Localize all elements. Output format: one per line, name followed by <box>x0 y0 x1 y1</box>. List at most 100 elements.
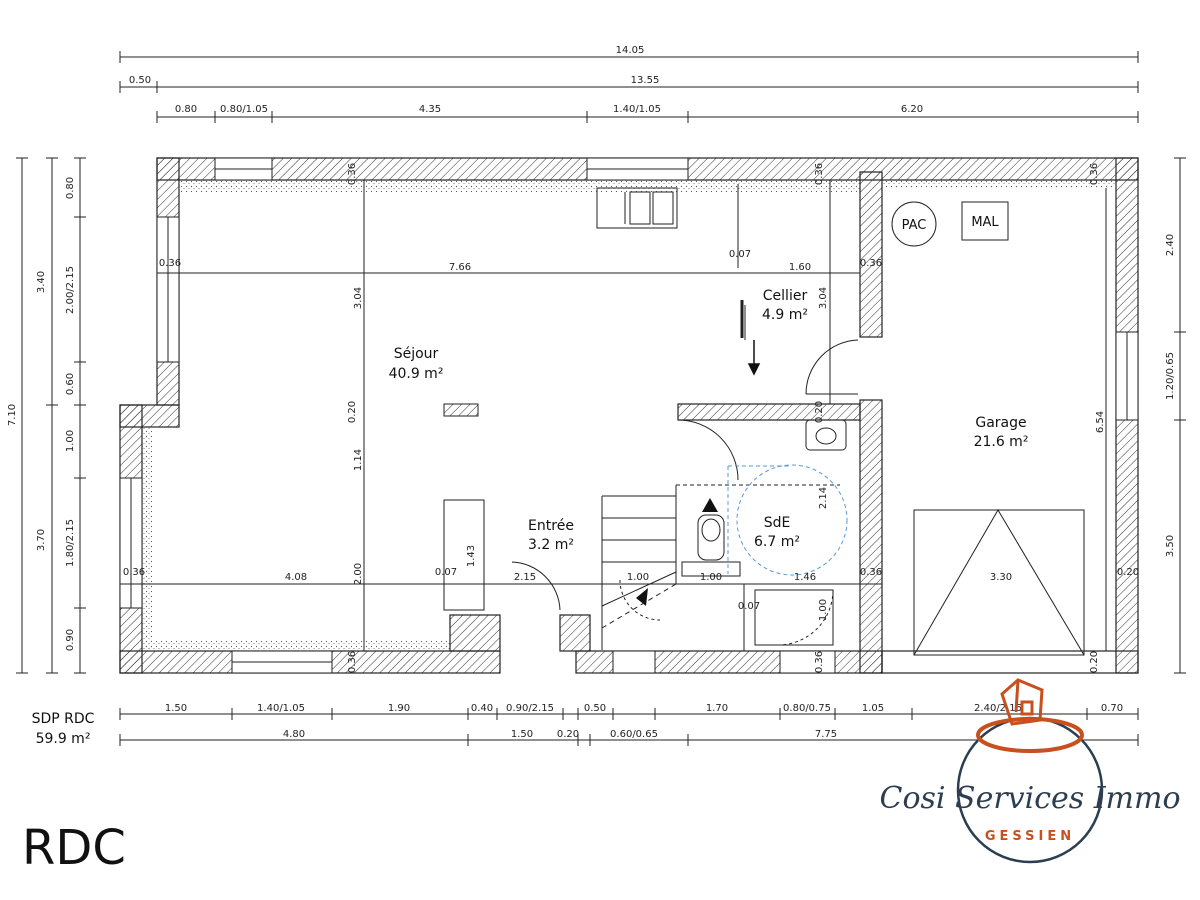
dim-left-row2-0: 3.40 <box>36 271 47 293</box>
insulation <box>142 180 1116 651</box>
dim-bottom-row1-1: 1.40/1.05 <box>257 703 305 714</box>
dim-top-total: 14.05 <box>616 45 645 56</box>
dim-bottom-row1-6: 1.70 <box>706 703 728 714</box>
top-dimensions <box>119 51 1139 123</box>
dim-left-total: 7.10 <box>7 404 18 426</box>
room-sde-name: SdE <box>764 515 791 531</box>
dim-top-row3-4: 6.20 <box>901 104 923 115</box>
left-dimensions <box>16 157 86 674</box>
dim-top-row3-2: 4.35 <box>419 104 441 115</box>
dim-sejour-bottom: 4.08 <box>285 572 307 583</box>
dim-wall-2: 0.36 <box>814 163 825 185</box>
room-garage-area: 21.6 m² <box>974 434 1029 450</box>
dim-wall-11: 0.20 <box>1089 651 1100 673</box>
dim-h-304a: 3.04 <box>353 287 364 309</box>
interior-lines <box>120 180 1107 656</box>
room-sejour-area: 40.9 m² <box>389 366 444 382</box>
dim-wall-1: 0.36 <box>347 163 358 185</box>
dim-wall-10: 0.36 <box>814 651 825 673</box>
dim-left-row3-2: 0.60 <box>65 373 76 395</box>
arrow-up-icon <box>702 498 718 512</box>
dim-bottom-row2-0: 4.80 <box>283 729 305 740</box>
dim-top-row2-a: 0.50 <box>129 75 151 86</box>
dim-stair-100: 1.00 <box>627 572 649 583</box>
windows <box>119 157 1139 674</box>
logo-subtitle: GESSIEN <box>985 829 1075 844</box>
dim-right-2: 3.50 <box>1165 535 1176 557</box>
dim-h-020b: 0.20 <box>814 401 825 423</box>
bottom-dimensions <box>119 708 1139 746</box>
sdp-label: SDP RDC <box>32 711 95 727</box>
dim-bottom-row2-2: 0.20 <box>557 729 579 740</box>
sdp-value: 59.9 m² <box>36 731 91 747</box>
room-cellier-name: Cellier <box>763 288 808 304</box>
dim-h-304b: 3.04 <box>818 287 829 309</box>
dim-h-200: 2.00 <box>353 563 364 585</box>
dim-wall-3: 0.36 <box>1089 163 1100 185</box>
interior-dimensions: 0.36 0.36 0.36 0.36 7.66 0.07 1.60 0.36 … <box>123 163 1139 673</box>
pac-label: PAC <box>902 218 927 233</box>
shower-zone <box>727 464 848 576</box>
dim-cellier-gap: 0.07 <box>729 249 751 260</box>
logo-name: Cosi Services Immo <box>879 781 1180 816</box>
dim-bottom-row2-3: 0.60/0.65 <box>610 729 658 740</box>
dim-left-row3-3: 1.00 <box>65 430 76 452</box>
dim-left-row3-5: 0.90 <box>65 629 76 651</box>
company-logo: Cosi Services Immo GESSIEN <box>879 678 1181 864</box>
dim-bottom-row1-10: 0.70 <box>1101 703 1123 714</box>
pac-circle <box>891 201 937 247</box>
dim-gap-2: 0.07 <box>738 601 760 612</box>
dim-bottom-row1-9: 2.40/2.15 <box>974 703 1022 714</box>
room-cellier-area: 4.9 m² <box>762 307 808 323</box>
dim-bottom-row1-5: 0.50 <box>584 703 606 714</box>
dim-wall-8: 0.20 <box>1117 567 1139 578</box>
dim-wall-7: 0.36 <box>860 567 882 578</box>
dim-entree-215: 2.15 <box>514 572 536 583</box>
staircase <box>601 495 677 650</box>
dim-wall-6: 0.36 <box>123 567 145 578</box>
room-sejour-name: Séjour <box>394 346 439 362</box>
dim-wc-100: 1.00 <box>700 572 722 583</box>
dim-left-row3-4: 1.80/2.15 <box>65 519 76 567</box>
house-icon <box>1000 678 1044 726</box>
dim-bottom-row1-3: 0.40 <box>471 703 493 714</box>
mal-box <box>961 201 1009 241</box>
dim-h-654: 6.54 <box>1095 411 1106 433</box>
mal-label: MAL <box>971 215 999 230</box>
level-title: RDC <box>22 820 126 876</box>
dim-h-020a: 0.20 <box>347 401 358 423</box>
room-entree-area: 3.2 m² <box>528 537 574 553</box>
dim-bottom-row1-2: 1.90 <box>388 703 410 714</box>
dim-cellier-width: 1.60 <box>789 262 811 273</box>
dim-left-row3-1: 2.00/2.15 <box>65 266 76 314</box>
right-dimensions <box>1174 157 1186 674</box>
dim-bottom-row1-4: 0.90/2.15 <box>506 703 554 714</box>
dim-gap-1: 0.07 <box>435 567 457 578</box>
dim-v-100: 1.00 <box>818 599 829 621</box>
arrow-stair-icon <box>636 588 648 606</box>
dim-right-1: 1.20/0.65 <box>1165 352 1176 400</box>
dim-bottom-row1-8: 1.05 <box>862 703 884 714</box>
dim-left-row2-1: 3.70 <box>36 529 47 551</box>
dim-bottom-row1-0: 1.50 <box>165 703 187 714</box>
dim-h-114: 1.14 <box>353 449 364 471</box>
room-garage-name: Garage <box>975 415 1026 431</box>
dim-sejour-width: 7.66 <box>449 262 471 273</box>
dim-top-row3-3: 1.40/1.05 <box>613 104 661 115</box>
dim-bottom-row2-1: 1.50 <box>511 729 533 740</box>
dim-wall-5: 0.36 <box>860 258 882 269</box>
dim-garage-width: 3.30 <box>990 572 1012 583</box>
dim-top-row3-1: 0.80/1.05 <box>220 104 268 115</box>
dim-bottom-row2-4: 7.75 <box>815 729 837 740</box>
room-entree-name: Entrée <box>528 518 574 534</box>
dim-sde-146: 1.46 <box>794 572 816 583</box>
dim-left-row3-0: 0.80 <box>65 177 76 199</box>
dim-wall-9: 0.36 <box>347 651 358 673</box>
dim-h-143: 1.43 <box>466 545 477 567</box>
dim-top-row3-0: 0.80 <box>175 104 197 115</box>
dim-h-214: 2.14 <box>818 487 829 509</box>
dim-right-0: 2.40 <box>1165 234 1176 256</box>
dim-bottom-row1-7: 0.80/0.75 <box>783 703 831 714</box>
dim-wall-4: 0.36 <box>159 258 181 269</box>
